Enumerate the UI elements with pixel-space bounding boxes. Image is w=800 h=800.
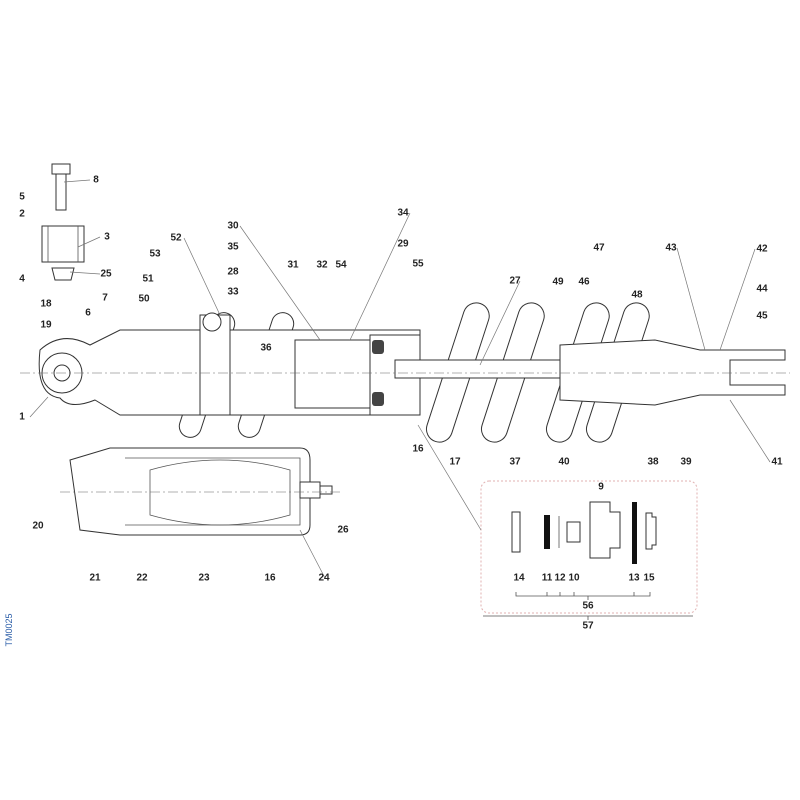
callout-47: 47 xyxy=(593,243,605,254)
callout-40: 40 xyxy=(558,457,570,468)
callout-49: 49 xyxy=(552,277,564,288)
callout-8: 8 xyxy=(93,175,99,186)
callout-55: 55 xyxy=(412,259,424,270)
callout-17: 17 xyxy=(449,457,461,468)
callout-24: 24 xyxy=(318,573,330,584)
shock-body xyxy=(20,312,790,416)
callout-11: 11 xyxy=(542,573,553,584)
callout-9: 9 xyxy=(598,482,604,493)
callout-32: 32 xyxy=(316,260,328,271)
callout-labels: 8 5 2 3 4 25 18 19 6 7 1 52 53 51 50 30 … xyxy=(19,175,783,632)
callout-20: 20 xyxy=(32,521,44,532)
callout-18: 18 xyxy=(40,299,52,310)
callout-43: 43 xyxy=(665,243,677,254)
diagram-code: TM0025 xyxy=(4,613,14,646)
callout-16: 16 xyxy=(412,444,424,455)
callout-31: 31 xyxy=(287,260,299,271)
callout-52: 52 xyxy=(170,233,182,244)
callout-6: 6 xyxy=(85,308,91,319)
callout-37: 37 xyxy=(509,457,521,468)
callout-15: 15 xyxy=(643,573,655,584)
callout-13: 13 xyxy=(628,573,640,584)
callout-26: 26 xyxy=(337,525,349,536)
callout-7: 7 xyxy=(102,293,108,304)
callout-34: 34 xyxy=(397,208,409,219)
leader-lines xyxy=(29,179,771,579)
callout-1: 1 xyxy=(19,412,25,423)
callout-46: 46 xyxy=(578,277,590,288)
callout-54: 54 xyxy=(335,260,347,271)
callout-30: 30 xyxy=(227,221,239,232)
callout-25: 25 xyxy=(100,269,112,280)
callout-19: 19 xyxy=(40,320,52,331)
seal-kit-inset xyxy=(417,424,698,620)
mount-hardware xyxy=(41,163,85,281)
reservoir xyxy=(60,447,340,536)
callout-33: 33 xyxy=(227,287,239,298)
callout-45: 45 xyxy=(756,311,768,322)
callout-5: 5 xyxy=(19,192,25,203)
callout-42: 42 xyxy=(756,244,768,255)
callout-22: 22 xyxy=(136,573,148,584)
callout-12: 12 xyxy=(554,573,566,584)
callout-27: 27 xyxy=(509,276,521,287)
callout-38: 38 xyxy=(647,457,659,468)
callout-50: 50 xyxy=(138,294,150,305)
callout-14: 14 xyxy=(513,573,525,584)
callout-35: 35 xyxy=(227,242,239,253)
callout-56: 56 xyxy=(582,601,594,612)
callout-36: 36 xyxy=(260,343,272,354)
callout-10: 10 xyxy=(568,573,580,584)
callout-21: 21 xyxy=(89,573,101,584)
callout-57: 57 xyxy=(582,621,594,632)
callout-41: 41 xyxy=(771,457,783,468)
callout-4: 4 xyxy=(19,274,25,285)
callout-44: 44 xyxy=(756,284,768,295)
callout-3: 3 xyxy=(104,232,110,243)
callout-29: 29 xyxy=(397,239,409,250)
callout-16b: 16 xyxy=(264,573,276,584)
callout-39: 39 xyxy=(680,457,692,468)
callout-48: 48 xyxy=(631,290,643,301)
callout-2: 2 xyxy=(19,209,25,220)
callout-51: 51 xyxy=(142,274,154,285)
callout-23: 23 xyxy=(198,573,210,584)
callout-53: 53 xyxy=(149,249,161,260)
callout-28: 28 xyxy=(227,267,239,278)
